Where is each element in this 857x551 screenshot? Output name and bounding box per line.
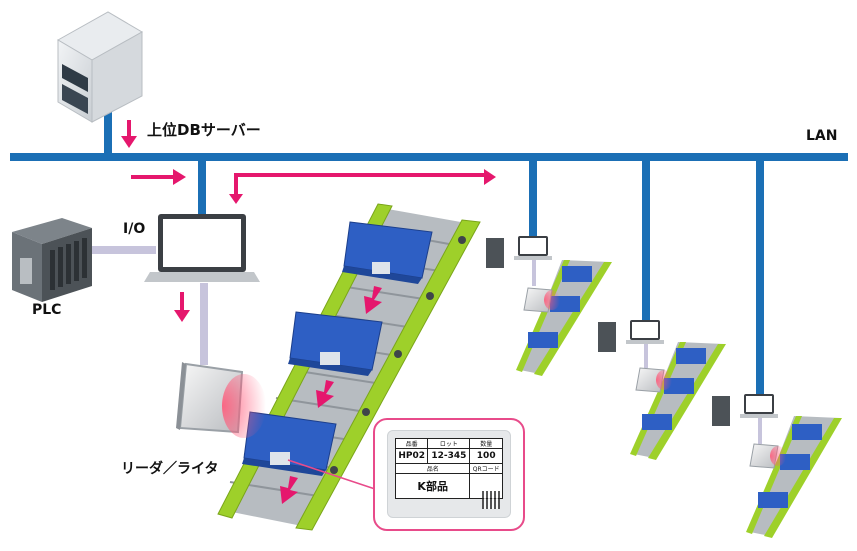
plc-label: PLC (32, 302, 62, 318)
laptop-drop (198, 158, 206, 218)
lan-label: LAN (806, 128, 838, 144)
arrow-down-icon (174, 292, 190, 322)
tag-header-part-no: 品番 (394, 438, 429, 449)
qr-code-icon (482, 491, 500, 509)
station3-drop (756, 158, 764, 396)
arrow-right-icon (131, 169, 186, 185)
movement-arrows (280, 286, 382, 504)
rf-wave (222, 374, 266, 438)
lan-bus (10, 153, 848, 161)
db-server-icon (56, 11, 144, 123)
plc-icon (12, 218, 92, 302)
tag-value-name: K部品 (394, 473, 471, 499)
db-server-label: 上位DBサーバー (147, 121, 261, 139)
reader-writer-label: リーダ／ライタ (121, 461, 219, 477)
tag-header-name: 品名 (394, 463, 471, 474)
laptop-icon (144, 214, 260, 282)
container-2 (288, 311, 383, 376)
rfid-tag: 品番 ロット 数量 HP02 12-345 100 品名 QRコード K部品 (387, 430, 511, 518)
reader-writer-icon (176, 362, 266, 438)
tag-value-part-no: HP02 (394, 448, 429, 464)
container-3 (242, 411, 337, 476)
reader-cable (200, 283, 208, 365)
arrow-down-icon (121, 120, 137, 148)
io-cable (92, 246, 156, 254)
arrow-right-icon (229, 169, 496, 204)
tag-callout-line (287, 459, 379, 491)
lan-network (10, 110, 848, 396)
server-drop (104, 110, 112, 156)
station-1 (486, 236, 612, 376)
station2-drop (642, 158, 650, 320)
tag-header-qty: 数量 (469, 438, 503, 449)
tag-header-qr: QRコード (469, 463, 503, 474)
data-flow-arrows (121, 120, 496, 322)
tag-value-lot: 12-345 (427, 448, 471, 464)
container-1 (342, 221, 433, 284)
station-3 (712, 394, 842, 538)
io-label: I/O (123, 221, 146, 237)
tag-header-lot: ロット (427, 438, 471, 449)
station-2 (598, 320, 726, 460)
station1-drop (529, 158, 537, 238)
tag-table: 品番 ロット 数量 HP02 12-345 100 品名 QRコード K部品 (394, 438, 503, 499)
tag-value-qty: 100 (469, 448, 503, 464)
tag-callout: 品番 ロット 数量 HP02 12-345 100 品名 QRコード K部品 (373, 418, 525, 531)
